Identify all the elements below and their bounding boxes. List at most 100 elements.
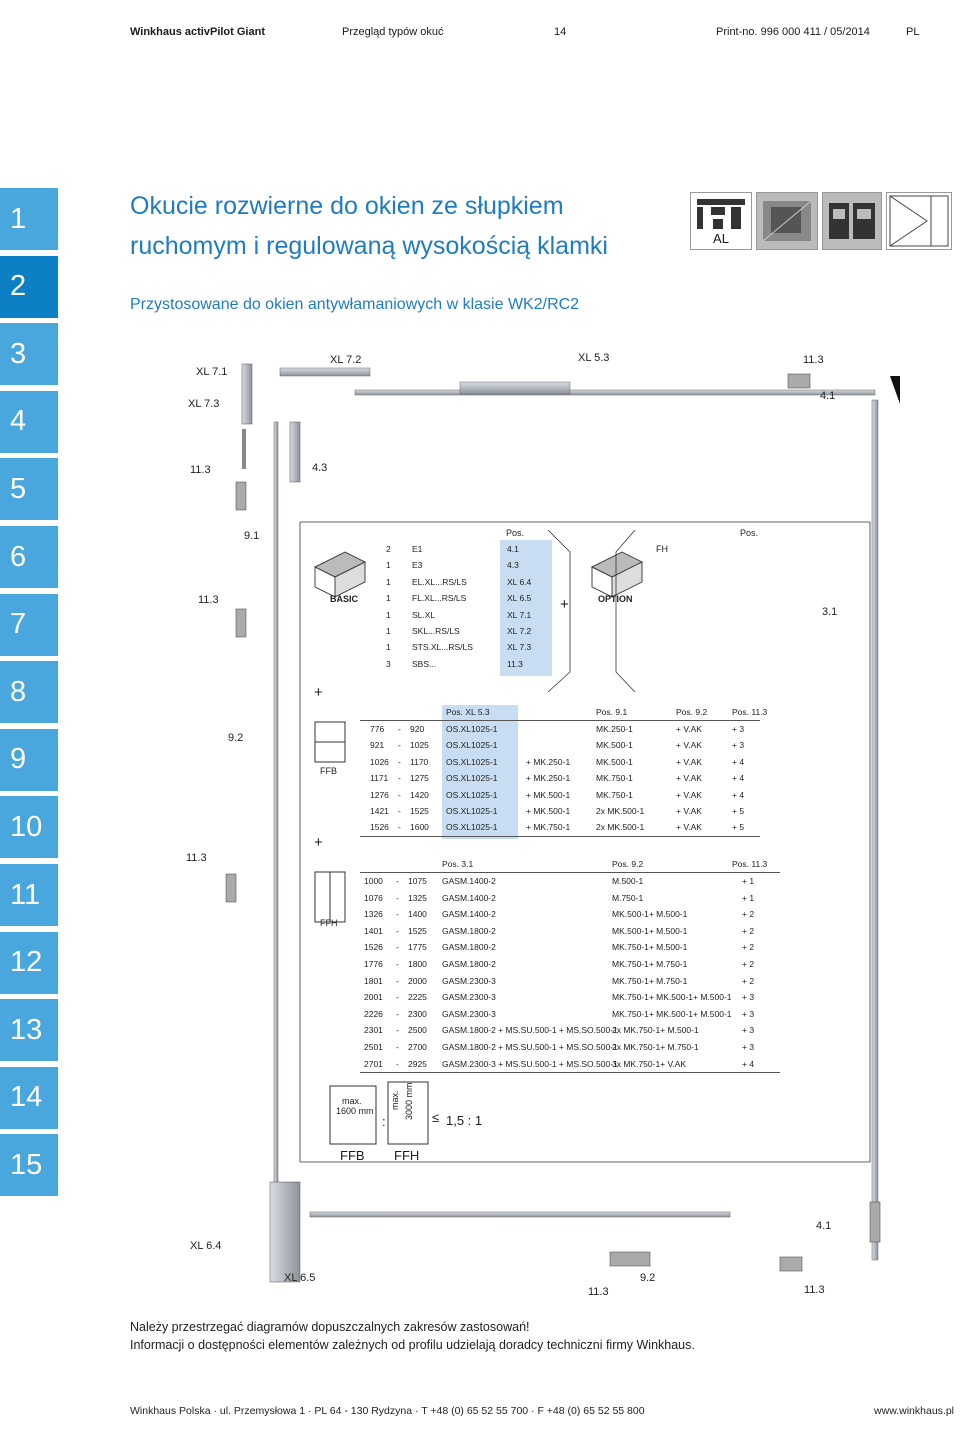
table-cell: - — [396, 876, 399, 886]
chapter-tab-12[interactable]: 12 — [0, 931, 58, 994]
table-cell: 2x MK.750-1+ M.750-1 — [612, 1042, 699, 1052]
table-cell: + MK.250-1 — [526, 756, 571, 767]
table-cell: SBS... — [412, 658, 437, 669]
table-cell: - — [396, 892, 399, 903]
table-cell: - — [398, 724, 401, 734]
table-cell: E3 — [412, 560, 423, 571]
table-cell: 1026 — [370, 756, 389, 767]
label-xl72: XL 7.2 — [330, 354, 362, 366]
chapter-tab-6[interactable]: 6 — [0, 526, 58, 588]
table-cell: Pos. 9.2 — [612, 859, 644, 869]
ffh-bottom-label: FFH — [394, 1148, 420, 1163]
footnote-line-2: Informacji o dostępności elementów zależ… — [130, 1338, 695, 1352]
table-cell: 2225 — [408, 992, 427, 1003]
table-cell: 1775 — [408, 942, 427, 953]
table-cell: - — [398, 740, 401, 751]
table-cell: OS.XL1025-1 — [446, 789, 498, 800]
chapter-tab-10[interactable]: 10 — [0, 796, 58, 859]
table-cell: 1025 — [410, 740, 429, 751]
chapter-tab-5[interactable]: 5 — [0, 458, 58, 521]
table-cell: + V.AK — [676, 756, 702, 767]
table-cell: + 5 — [732, 822, 745, 833]
label-pos-11-3-d: 11.3 — [588, 1286, 609, 1298]
profile-icon-al: AL — [690, 192, 752, 250]
chapter-tab-9[interactable]: 9 — [0, 728, 58, 791]
table-cell: + MK.250-1 — [526, 773, 571, 784]
table-cell: + 3 — [742, 1025, 755, 1036]
table-cell: FL.XL...RS/LS — [412, 593, 467, 604]
label-pos-11-3-e: 11.3 — [804, 1284, 825, 1296]
table-cell: 2x MK.500-1 — [596, 806, 645, 816]
chapter-tab-11[interactable]: 11 — [0, 864, 58, 926]
chapter-tab-2[interactable]: 2 — [0, 255, 58, 318]
table-cell: 921 — [370, 740, 385, 751]
ffh-plus: + — [314, 834, 323, 851]
table-cell: STS.XL...RS/LS — [412, 642, 473, 653]
table-cell: GASM.1800-2 — [442, 959, 496, 969]
table-cell: 2500 — [408, 1025, 427, 1036]
ffb-bottom-label: FFB — [340, 1148, 365, 1163]
table-cell: MK.750-1+ M.750-1 — [612, 959, 688, 969]
table-cell: + MK.500-1 — [526, 806, 571, 816]
ffb-max-label: max. — [342, 1096, 362, 1106]
table-cell: MK.750-1+ MK.500-1+ M.500-1 — [612, 1008, 732, 1019]
chapter-tab-14[interactable]: 14 — [0, 1066, 58, 1129]
table-cell: E1 — [412, 544, 423, 554]
table-cell: GASM.1400-2 — [442, 909, 496, 920]
table-cell: + 5 — [732, 806, 745, 816]
table-cell: - — [396, 925, 399, 936]
table-cell: SKL...RS/LS — [412, 626, 460, 636]
label-pos-11-3-top: 11.3 — [803, 354, 824, 366]
language-code: PL — [906, 26, 920, 38]
table-separator — [360, 872, 780, 873]
chapter-tab-13[interactable]: 13 — [0, 999, 58, 1062]
table-cell: + 3 — [742, 1042, 755, 1052]
table-cell: 1170 — [410, 756, 429, 767]
table-cell: + 2 — [742, 909, 755, 920]
label-xl53: XL 5.3 — [578, 352, 610, 364]
chapter-tab-15[interactable]: 15 — [0, 1134, 58, 1197]
page-header: Winkhaus activPilot Giant Przegląd typów… — [130, 26, 940, 46]
chapter-tab-7[interactable]: 7 — [0, 593, 58, 656]
ffb-highlight — [442, 705, 518, 839]
table-cell: 920 — [410, 724, 425, 734]
table-cell: 1325 — [408, 892, 427, 903]
table-cell: GASM.1400-2 — [442, 892, 496, 903]
table-cell: GASM.1800-2 + MS.SU.500-1 + MS.SO.500-1 — [442, 1042, 618, 1052]
table-cell: 1 — [386, 576, 391, 587]
footnote-line-1: Należy przestrzegać diagramów dopuszczal… — [130, 1320, 530, 1334]
option-fh-header: FH — [656, 544, 668, 554]
table-cell: + 2 — [742, 925, 755, 936]
label-pos-11-3-c: 11.3 — [186, 852, 207, 864]
table-cell: 1076 — [364, 892, 383, 903]
table-cell: + 3 — [742, 1008, 755, 1019]
table-cell: + 4 — [742, 1058, 755, 1069]
table-cell: 1275 — [410, 773, 429, 784]
label-pos-9-2-b: 9.2 — [640, 1272, 656, 1284]
chapter-tab-8[interactable]: 8 — [0, 661, 58, 724]
table-cell: MK.750-1 — [596, 773, 633, 784]
chapter-tab-1[interactable]: 1 — [0, 188, 58, 250]
profile-al-label: AL — [713, 231, 729, 246]
label-pos-4-1-bottom: 4.1 — [816, 1220, 832, 1232]
table-cell: 4.1 — [507, 544, 519, 554]
chapter-tab-4[interactable]: 4 — [0, 390, 58, 453]
table-cell: XL 6.4 — [507, 576, 532, 587]
footer-website[interactable]: www.winkhaus.pl — [874, 1405, 954, 1417]
aluminium-profile-icon — [697, 199, 745, 229]
chapter-tab-3[interactable]: 3 — [0, 323, 58, 386]
table-cell: + 2 — [742, 975, 755, 986]
section-name: Przegląd typów okuć — [342, 26, 444, 38]
table-cell: OS.XL1025-1 — [446, 756, 498, 767]
table-cell: 2226 — [364, 1008, 383, 1019]
